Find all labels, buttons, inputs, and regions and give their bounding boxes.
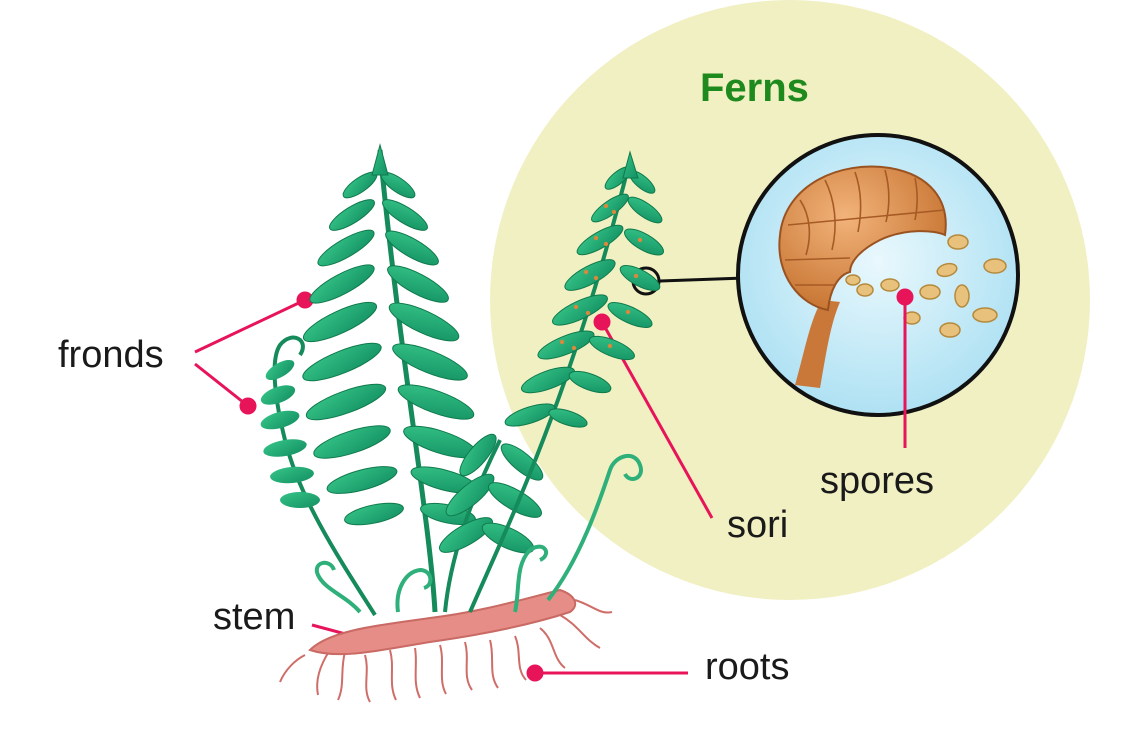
label-stem: stem xyxy=(213,596,296,638)
label-fronds: fronds xyxy=(58,334,164,376)
fronds-leader-lower xyxy=(194,362,249,408)
diagram-title: Ferns xyxy=(700,66,809,110)
sporangium-zoom xyxy=(736,133,1020,417)
label-roots: roots xyxy=(705,646,790,688)
fertile-frond xyxy=(468,150,664,613)
label-sori: sori xyxy=(727,504,789,546)
fronds-leader-upper xyxy=(194,298,306,354)
stem xyxy=(308,588,577,656)
zoom-connector-line xyxy=(659,276,746,283)
middle-frond xyxy=(439,433,544,613)
fiddleheads xyxy=(314,454,643,614)
sori-dots xyxy=(559,203,643,351)
label-spores: spores xyxy=(820,460,935,502)
